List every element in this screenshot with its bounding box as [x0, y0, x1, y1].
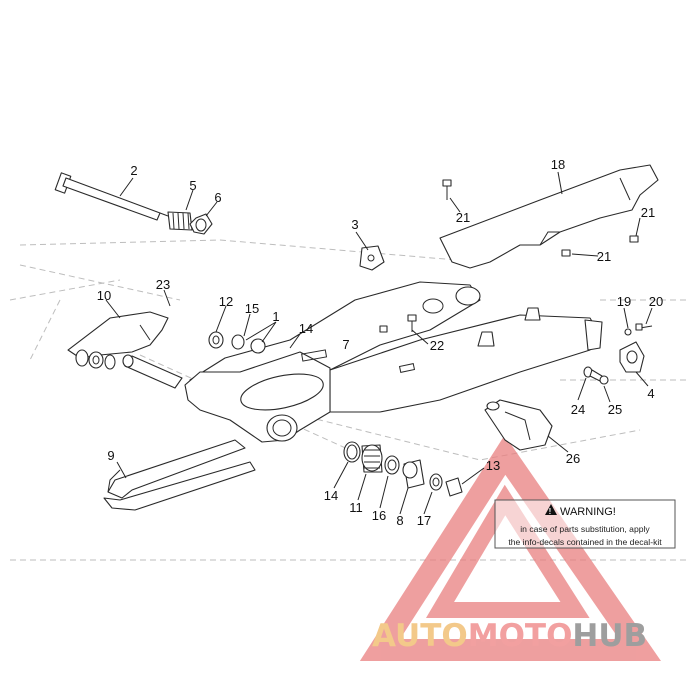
callout-21-top: 21 — [456, 210, 470, 225]
watermark-auto: AUTO — [372, 618, 468, 654]
callout-24: 24 — [571, 402, 585, 417]
right-fittings — [619, 323, 653, 373]
callout-17: 17 — [417, 513, 431, 528]
callout-19: 19 — [617, 294, 631, 309]
watermark-moto: MOTO — [468, 618, 573, 654]
warning-line-1: in case of parts substitution, apply — [520, 524, 650, 534]
callout-23: 23 — [156, 277, 170, 292]
swingarm — [184, 281, 603, 443]
nut — [189, 213, 213, 235]
callout-1: 1 — [272, 309, 279, 324]
callout-12: 12 — [219, 294, 233, 309]
warning-box: ! WARNING! in case of parts substitution… — [494, 499, 676, 549]
callout-14-upper: 14 — [299, 321, 313, 336]
callout-21-lower: 21 — [597, 249, 611, 264]
pivot-bearings — [208, 331, 266, 354]
callout-labels: 2 5 6 18 21 21 21 3 10 23 12 15 1 14 7 2… — [97, 157, 663, 528]
warning-line-2: the info-decals contained in the decal-k… — [508, 537, 662, 547]
threaded-sleeve — [167, 211, 193, 231]
lower-bearing-stack — [343, 441, 463, 497]
callout-7: 7 — [342, 337, 349, 352]
leader-lines — [105, 171, 653, 515]
svg-text:!: ! — [549, 507, 552, 516]
callout-26: 26 — [566, 451, 580, 466]
watermark-hub: HUB — [572, 618, 647, 654]
callout-10: 10 — [97, 288, 111, 303]
bracket-26 — [484, 399, 553, 451]
callout-15: 15 — [245, 301, 259, 316]
svg-text:AUTOMOTOHUB: AUTOMOTOHUB — [372, 618, 647, 654]
callout-8: 8 — [396, 513, 403, 528]
callout-20: 20 — [649, 294, 663, 309]
left-bushings — [75, 349, 116, 370]
warning-triangle-icon — [545, 504, 557, 515]
warning-title: WARNING! — [560, 506, 616, 518]
callout-25: 25 — [608, 402, 622, 417]
bracket-3 — [359, 245, 385, 271]
axle-bolt — [54, 172, 169, 221]
callout-14-lower: 14 — [324, 488, 338, 503]
callout-4: 4 — [647, 386, 654, 401]
callout-6: 6 — [214, 190, 221, 205]
watermark-logo: AUTOMOTOHUB — [372, 618, 647, 654]
chain-slider-9 — [103, 439, 256, 511]
callout-2: 2 — [130, 163, 137, 178]
callout-22: 22 — [430, 338, 444, 353]
callout-5: 5 — [189, 178, 196, 193]
callout-13: 13 — [486, 458, 500, 473]
chain-guard — [439, 164, 659, 269]
callout-16: 16 — [372, 508, 386, 523]
callout-9: 9 — [107, 448, 114, 463]
callout-21-right: 21 — [641, 205, 655, 220]
watermark-triangle — [359, 435, 661, 661]
screws-24-25 — [583, 366, 609, 385]
pin-tube-23 — [122, 354, 183, 389]
callout-3: 3 — [351, 217, 358, 232]
chain-guard-screws — [442, 179, 639, 257]
callout-11: 11 — [349, 500, 363, 515]
callout-18: 18 — [551, 157, 565, 172]
